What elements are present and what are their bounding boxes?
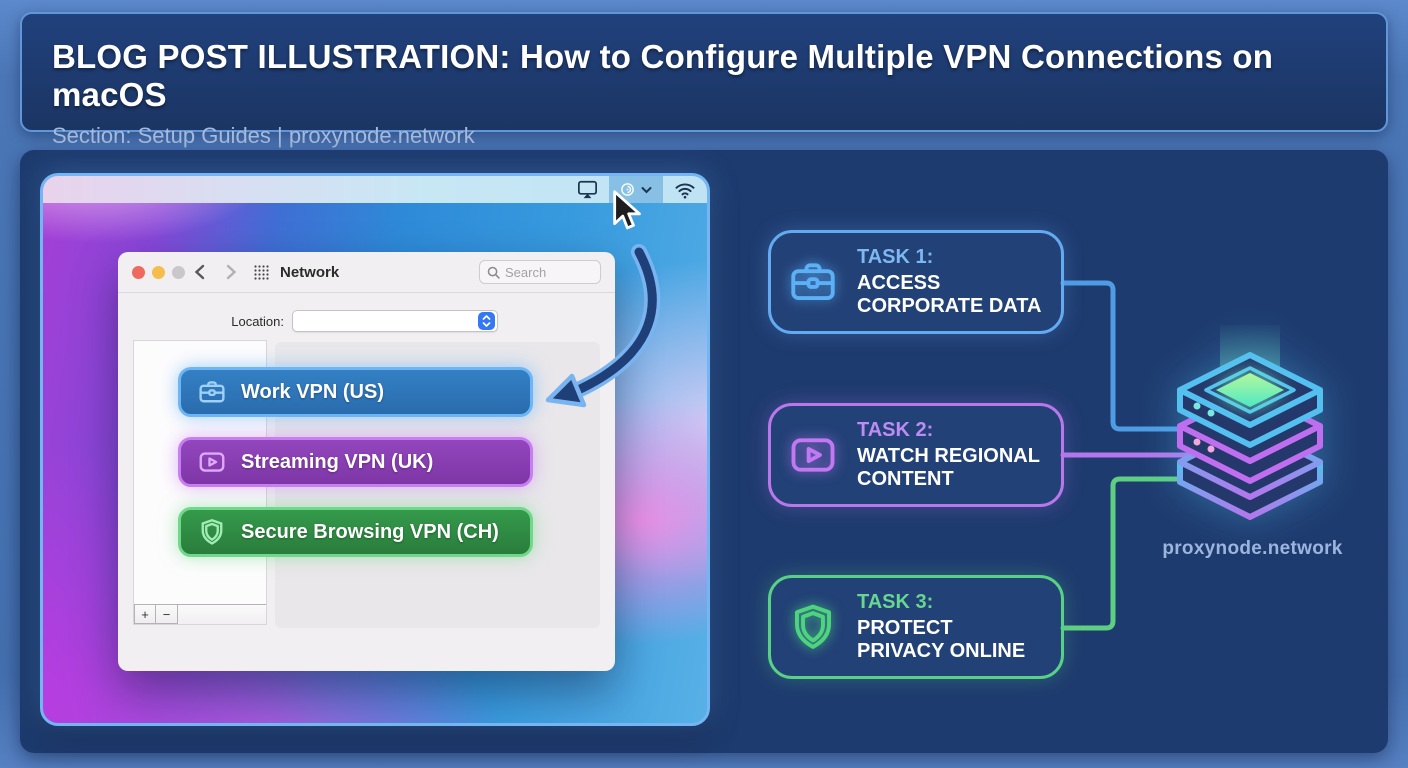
vpn-connection-streaming[interactable]: Streaming VPN (UK) bbox=[178, 437, 533, 487]
vpn-status-icon bbox=[620, 182, 635, 197]
minimize-window-button[interactable] bbox=[152, 266, 165, 279]
screen-mirroring-icon[interactable] bbox=[566, 176, 609, 203]
play-icon bbox=[791, 438, 835, 472]
task-label: ACCESS CORPORATE DATA bbox=[857, 272, 1042, 317]
dropdown-stepper-icon bbox=[478, 312, 495, 330]
back-button[interactable] bbox=[194, 264, 205, 280]
illustration-panel: Network Search Location: bbox=[20, 150, 1388, 753]
macos-menubar bbox=[43, 176, 707, 203]
search-icon bbox=[487, 266, 500, 279]
task-heading: TASK 2: bbox=[857, 419, 934, 441]
close-window-button[interactable] bbox=[132, 266, 145, 279]
proxy-server-illustration bbox=[1140, 325, 1365, 575]
task-card-1: TASK 1: ACCESS CORPORATE DATA bbox=[768, 230, 1064, 334]
forward-button[interactable] bbox=[226, 264, 237, 280]
task-heading: TASK 3: bbox=[857, 591, 934, 613]
network-preferences-window: Network Search Location: bbox=[118, 252, 615, 671]
sidebar-footer-spacer bbox=[178, 604, 266, 624]
task-card-2: TASK 2: WATCH REGIONAL CONTENT bbox=[768, 403, 1064, 507]
chevron-down-icon bbox=[641, 186, 652, 194]
search-placeholder: Search bbox=[505, 264, 547, 280]
play-icon bbox=[197, 447, 227, 477]
shield-icon bbox=[197, 517, 227, 547]
briefcase-icon bbox=[197, 377, 227, 407]
vpn-connection-label: Work VPN (US) bbox=[241, 380, 384, 403]
vpn-connection-secure[interactable]: Secure Browsing VPN (CH) bbox=[178, 507, 533, 557]
zoom-window-button[interactable] bbox=[172, 266, 185, 279]
page-title: BLOG POST ILLUSTRATION: How to Configure… bbox=[52, 38, 1274, 113]
task-card-3: TASK 3: PROTECT PRIVACY ONLINE bbox=[768, 575, 1064, 679]
vpn-connection-work[interactable]: Work VPN (US) bbox=[178, 367, 533, 417]
page-subtitle: Section: Setup Guides | proxynode.networ… bbox=[52, 123, 475, 148]
task-label: PROTECT PRIVACY ONLINE bbox=[857, 617, 1026, 662]
location-dropdown[interactable] bbox=[292, 310, 498, 332]
location-label: Location: bbox=[231, 314, 284, 329]
task-heading: TASK 1: bbox=[857, 246, 934, 268]
search-input[interactable]: Search bbox=[479, 260, 601, 284]
server-stack-icon bbox=[1177, 325, 1323, 520]
header-banner: BLOG POST ILLUSTRATION: How to Configure… bbox=[20, 12, 1388, 148]
shield-icon bbox=[795, 604, 831, 649]
remove-service-button[interactable]: − bbox=[156, 604, 178, 624]
vpn-connection-label: Streaming VPN (UK) bbox=[241, 450, 434, 473]
window-title: Network bbox=[280, 264, 340, 281]
cursor-arrow-icon bbox=[613, 190, 641, 230]
add-service-button[interactable]: + bbox=[134, 604, 156, 624]
sidebar-footer: + − bbox=[134, 604, 266, 624]
task-label: WATCH REGIONAL CONTENT bbox=[857, 445, 1040, 490]
macos-screenshot-frame: Network Search Location: bbox=[40, 173, 710, 726]
window-titlebar: Network Search bbox=[118, 252, 615, 293]
task-text: TASK 1: ACCESS CORPORATE DATA bbox=[857, 246, 1045, 318]
briefcase-icon bbox=[791, 263, 835, 300]
task-text: TASK 3: PROTECT PRIVACY ONLINE bbox=[857, 591, 1045, 663]
show-all-grid-icon[interactable] bbox=[254, 265, 269, 280]
server-label: proxynode.network bbox=[1162, 538, 1343, 559]
task-text: TASK 2: WATCH REGIONAL CONTENT bbox=[857, 419, 1045, 491]
wifi-icon[interactable] bbox=[663, 176, 707, 203]
vpn-connection-label: Secure Browsing VPN (CH) bbox=[241, 520, 499, 543]
